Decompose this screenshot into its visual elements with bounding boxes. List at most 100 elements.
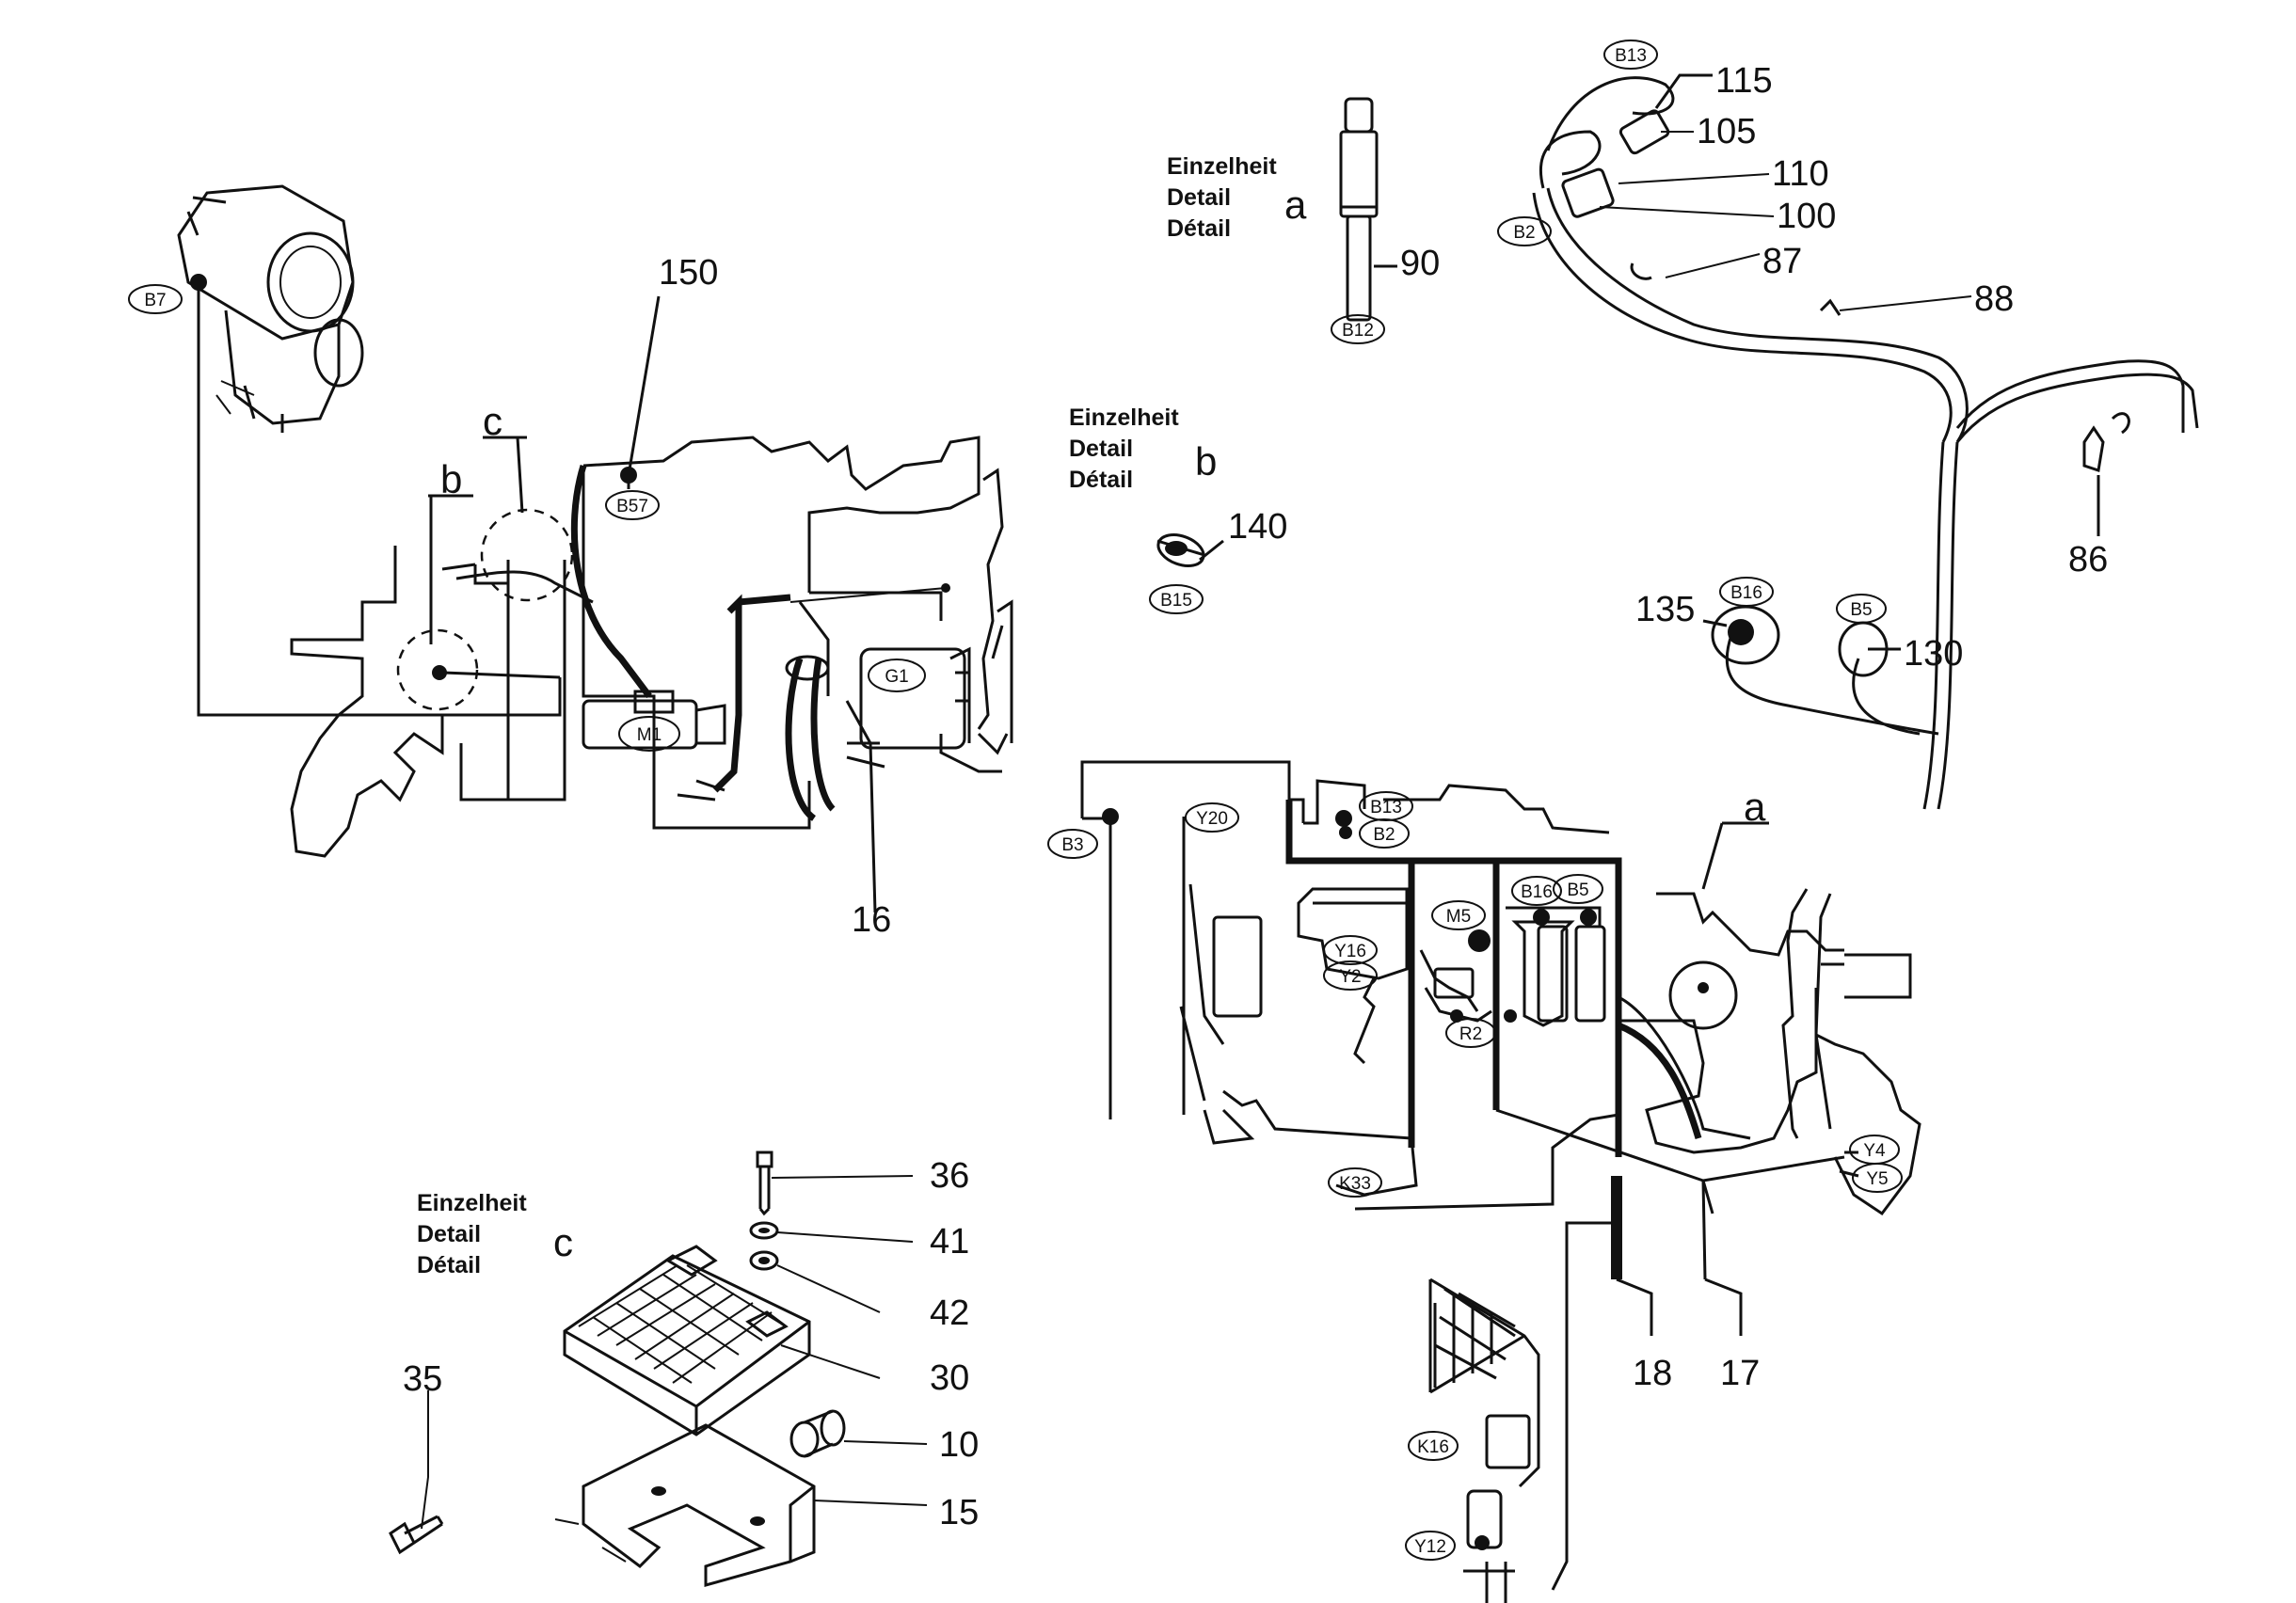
svg-text:B2: B2 (1513, 223, 1535, 243)
svg-text:B3: B3 (1061, 835, 1083, 855)
component-tag-r2: R2 (1445, 1018, 1496, 1048)
detail-letter: b (1195, 439, 1217, 484)
svg-text:Y2: Y2 (1339, 967, 1361, 987)
component-tag-b12: B12 (1331, 314, 1385, 344)
component-tag-b57: B57 (605, 490, 660, 520)
detail-a-sensor (1339, 97, 1397, 322)
leader-115 (1654, 73, 1713, 109)
detail-title-line: Detail (1167, 184, 1231, 211)
svg-text:M1: M1 (637, 725, 662, 745)
callout-number: 135 (1635, 590, 1695, 629)
leader-88 (1839, 295, 1972, 311)
callout-number: 87 (1762, 242, 1802, 281)
detail-title-line: Einzelheit (417, 1190, 527, 1216)
callout-number: 105 (1697, 112, 1756, 151)
component-tag-b5-low: B5 (1553, 874, 1603, 904)
component-tag-y12: Y12 (1405, 1531, 1456, 1561)
leader-41 (776, 1231, 914, 1243)
component-tag-y4: Y4 (1849, 1135, 1900, 1165)
callout-number: 35 (403, 1359, 442, 1399)
leader-15 (813, 1500, 928, 1506)
svg-text:R2: R2 (1459, 1024, 1482, 1044)
component-tag-g1: G1 (868, 659, 926, 692)
svg-text:B13: B13 (1370, 798, 1402, 817)
svg-text:B15: B15 (1160, 591, 1192, 611)
component-tag-b2-low: B2 (1359, 818, 1410, 849)
svg-text:B57: B57 (616, 497, 648, 516)
leader-36 (771, 1175, 914, 1179)
svg-text:B13: B13 (1615, 46, 1647, 66)
component-tag-b16-top: B16 (1719, 577, 1774, 607)
component-tag-b13-top: B13 (1603, 40, 1658, 70)
wire-b7 (197, 282, 562, 717)
svg-text:B5: B5 (1567, 881, 1588, 900)
detail-circle-c (480, 508, 574, 602)
callout-number: 140 (1228, 507, 1287, 547)
svg-text:Y20: Y20 (1196, 809, 1228, 829)
callout-number: 10 (939, 1425, 979, 1465)
leader-18 (1616, 1278, 1653, 1336)
leader-17 (1704, 1278, 1743, 1336)
svg-text:B16: B16 (1521, 882, 1553, 902)
component-tag-y16: Y16 (1323, 935, 1378, 965)
callout-number: 16 (852, 900, 891, 940)
leader-42 (776, 1264, 881, 1313)
leader-87 (1665, 253, 1761, 278)
component-tag-b15: B15 (1149, 584, 1204, 614)
callout-number: 18 (1633, 1354, 1672, 1393)
svg-text:B7: B7 (144, 291, 166, 310)
leader-150 (627, 295, 661, 476)
detail-title-line: Einzelheit (1167, 153, 1277, 180)
svg-text:K33: K33 (1339, 1174, 1371, 1194)
component-tag-b16-low: B16 (1511, 876, 1562, 906)
callout-number: 100 (1777, 197, 1836, 236)
callout-number: 130 (1904, 634, 1963, 674)
component-tag-b5-top: B5 (1836, 594, 1887, 624)
right-engine-assembly (1080, 760, 1921, 1603)
component-tag-b13-low: B13 (1359, 791, 1413, 821)
callout-number: 42 (930, 1294, 969, 1333)
connector-dot (190, 274, 207, 291)
detail-letter: a (1744, 785, 1766, 829)
svg-text:K16: K16 (1417, 1437, 1449, 1457)
leader-c (483, 436, 527, 514)
component-tag-y5: Y5 (1852, 1163, 1903, 1193)
detail-b-sensor (1156, 533, 1224, 567)
detail-letter: c (553, 1220, 573, 1264)
callout-number: 110 (1772, 154, 1829, 194)
svg-text:B2: B2 (1373, 825, 1395, 845)
callout-number: 150 (659, 253, 718, 293)
leader-135 (1702, 619, 1728, 627)
component-tag-b7: B7 (128, 284, 183, 314)
callout-number: 17 (1720, 1354, 1760, 1393)
detail-title-line: Détail (1069, 467, 1133, 493)
component-tag-m1: M1 (618, 716, 680, 752)
detail-circle-b (396, 628, 479, 711)
component-tag-y2: Y2 (1323, 960, 1378, 991)
svg-text:B5: B5 (1850, 600, 1872, 620)
leader-30 (780, 1344, 881, 1379)
callout-number: 115 (1715, 61, 1773, 101)
leader-35 (421, 1390, 429, 1530)
detail-title-line: Détail (417, 1252, 481, 1278)
component-tag-k33: K33 (1328, 1167, 1382, 1198)
svg-text:Y4: Y4 (1863, 1141, 1886, 1161)
svg-text:B12: B12 (1342, 321, 1374, 341)
svg-text:Y5: Y5 (1866, 1169, 1888, 1189)
callout-number: 90 (1400, 244, 1440, 283)
callout-number: 30 (930, 1358, 969, 1398)
component-tag-k16: K16 (1408, 1431, 1459, 1461)
detail-title-line: Détail (1167, 215, 1231, 242)
component-tag-b3: B3 (1047, 829, 1098, 859)
component-tag-y20: Y20 (1185, 802, 1239, 833)
callout-number: 41 (930, 1222, 969, 1262)
detail-title-line: Detail (417, 1221, 481, 1247)
svg-text:M5: M5 (1446, 907, 1471, 927)
leader-110 (1618, 173, 1770, 184)
air-filter-housing (177, 184, 364, 433)
left-engine-assembly (177, 184, 1013, 913)
callout-number: 88 (1974, 279, 2014, 319)
detail-title-line: Einzelheit (1069, 405, 1179, 431)
wire-harness (1532, 73, 2199, 810)
